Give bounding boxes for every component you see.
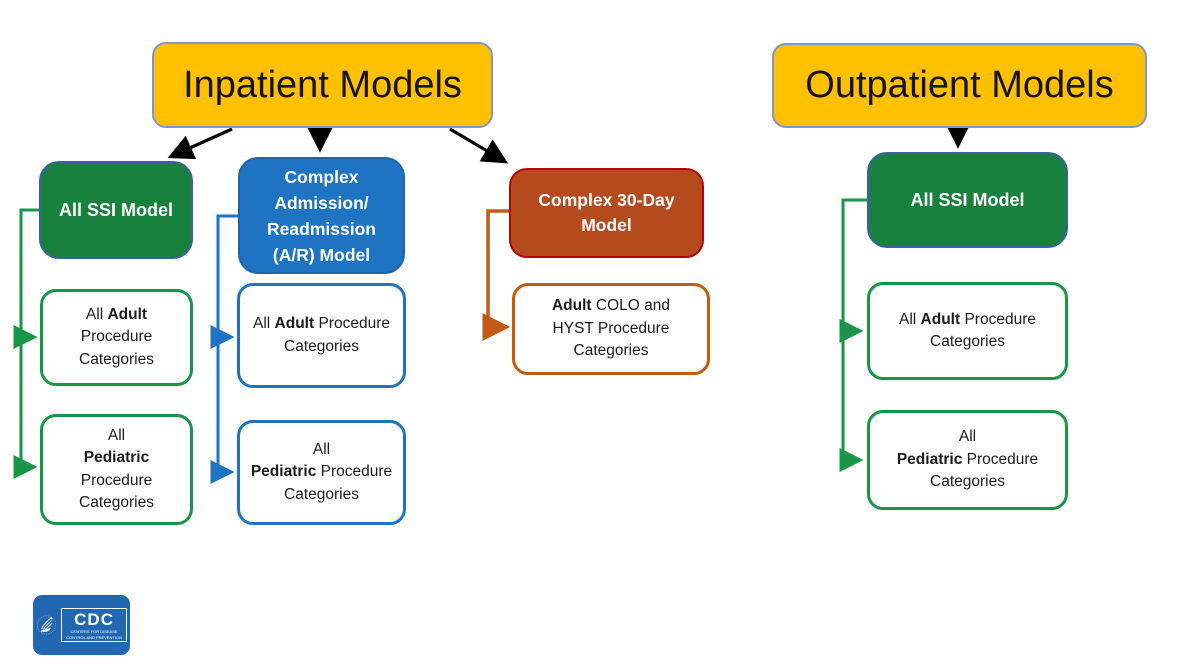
- inpatient-orange-bracket: [482, 209, 511, 341]
- cdc-logo: CDC CENTERS FOR DISEASE CONTROL AND PREV…: [33, 595, 130, 655]
- outpatient-green-bracket: [839, 198, 867, 472]
- outpatient-all-ssi-model-box: All SSI Model: [867, 152, 1068, 248]
- inpatient-complex-ar-model-box: Complex Admission/ Readmission (A/R) Mod…: [238, 157, 405, 274]
- cdc-wordmark: CDC CENTERS FOR DISEASE CONTROL AND PREV…: [61, 608, 127, 642]
- cdc-tagline-line2: CONTROL AND PREVENTION: [66, 635, 122, 640]
- cdc-tagline-line1: CENTERS FOR DISEASE: [70, 629, 118, 634]
- inpatient-all-ssi-model-box: All SSI Model: [39, 161, 193, 259]
- inpatient-arrow-to-allssi: [167, 127, 233, 160]
- inpatient-green-bracket: [13, 208, 39, 479]
- inpatient-complex-30day-model-box: Complex 30-Day Model: [509, 168, 704, 258]
- cdc-acronym-text: CDC: [74, 610, 114, 629]
- outpatient-models-header: Outpatient Models: [772, 43, 1147, 128]
- inpatient-models-header: Inpatient Models: [152, 42, 493, 128]
- inpatient-blue-bracket: [210, 214, 238, 484]
- inpatient-arrow-to-complex-30day: [449, 127, 509, 164]
- hhs-eagle-icon: [37, 615, 56, 635]
